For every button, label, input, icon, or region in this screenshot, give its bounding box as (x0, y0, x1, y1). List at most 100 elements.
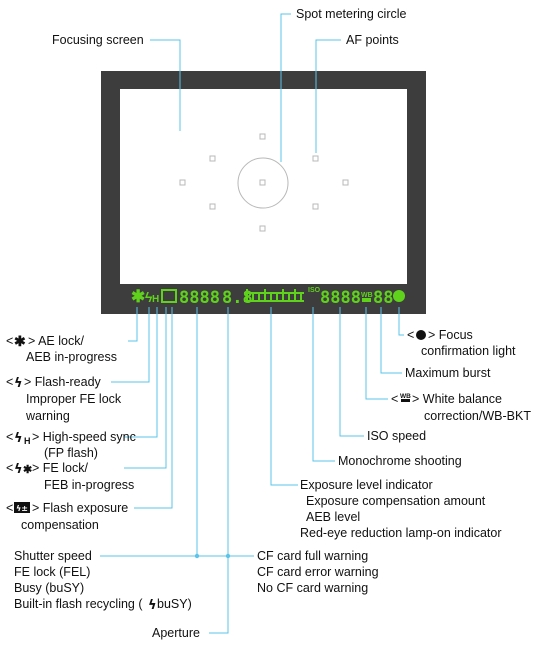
label-fe-lock-fel: FE lock (FEL) (14, 565, 90, 579)
label-no-cf-card: No CF card warning (257, 581, 368, 595)
lcd-shutter-digits: 8888 (179, 288, 220, 308)
af-point-lower-left (209, 203, 216, 210)
leader-flash-ready (111, 307, 150, 383)
bracket-open: < (6, 501, 13, 515)
label-aeb-in-progress: AEB in-progress (26, 350, 117, 364)
flash-comp-icon (14, 502, 30, 513)
lcd-iso-digits: 8888 (320, 288, 361, 308)
label-focus: > Focus (428, 328, 473, 342)
callout-cf-group: CF card full warning CF card error warni… (257, 549, 379, 595)
flash-icon: ϟ (14, 462, 23, 477)
lcd-iso-label: ISO (308, 287, 321, 294)
label-iso-speed: ISO speed (367, 429, 426, 443)
lcd-focus-dot-icon (393, 290, 405, 302)
label-improper-fe-lock: Improper FE lock (26, 392, 122, 406)
label-exposure-comp-amount: Exposure compensation amount (306, 494, 486, 508)
leader-af-points (315, 39, 341, 153)
bracket-open: < (391, 392, 398, 406)
asterisk-icon: ✱ (14, 333, 26, 349)
junction-aperture (225, 553, 231, 559)
callout-flash-ready: < ϟ > Flash-ready Improper FE lock warni… (6, 375, 122, 423)
label-cf-card-full: CF card full warning (257, 549, 368, 563)
label-aeb-level: AEB level (306, 510, 360, 524)
callout-fe-lock: < ϟ ✱ > FE lock/ FEB in-progress (6, 461, 134, 492)
lcd-asterisk-icon: ✱ (131, 287, 145, 306)
lcd-flash-icon: ϟ (145, 289, 153, 305)
lcd-exposure-scale (244, 289, 304, 302)
label-white-balance: > White balance (412, 392, 502, 406)
label-focusing-screen: Focusing screen (52, 33, 144, 47)
lcd-strip: ✱ ϟ H 8888 8.8 ISO 8888 WB 88 (131, 287, 405, 308)
af-point-bottom (259, 225, 266, 232)
label-fp-flash: (FP flash) (44, 446, 98, 460)
leader-flash-comp (134, 307, 173, 509)
callout-ae-lock: < ✱ > AE lock/ AEB in-progress (6, 333, 117, 364)
spot-metering-circle (237, 157, 289, 209)
wb-icon-bar (401, 399, 410, 402)
label-feb-in-progress: FEB in-progress (44, 478, 134, 492)
lcd-flash-comp-icon (161, 289, 177, 303)
label-cf-card-error: CF card error warning (257, 565, 379, 579)
leader-ae-lock (128, 307, 138, 342)
callout-shutter-group: Shutter speed FE lock (FEL) Busy (buSY) … (14, 549, 192, 613)
label-af-points: AF points (346, 33, 399, 47)
af-point-right (342, 179, 349, 186)
lcd-aperture-digits: 8.8 (222, 288, 253, 308)
leader-hss (124, 307, 158, 438)
leader-fe-lock (124, 307, 167, 469)
label-flash-recycling: Built-in flash recycling ( (14, 597, 143, 611)
bracket-open: < (6, 461, 13, 475)
label-flash-ready: > Flash-ready (24, 375, 102, 389)
label-spot-metering-circle: Spot metering circle (296, 7, 407, 21)
lcd-wb-bar (362, 298, 371, 302)
callout-flash-exposure-comp: < ϟ± > Flash exposure compensation (6, 501, 128, 532)
focus-dot-icon (416, 330, 426, 340)
af-point-top (259, 133, 266, 140)
bracket-open: < (6, 430, 13, 444)
label-confirmation-light: confirmation light (421, 344, 516, 358)
flash-icon: ϟ (14, 376, 23, 391)
flash-comp-icon-glyph: ϟ± (16, 504, 28, 513)
af-point-upper-right (312, 155, 319, 162)
leader-spot-metering (280, 13, 291, 162)
label-monochrome-shooting: Monochrome shooting (338, 454, 462, 468)
lcd-hss-icon: H (152, 294, 159, 305)
junction-shutter (194, 553, 200, 559)
leader-aperture (209, 307, 229, 634)
bracket-open: < (6, 334, 13, 348)
label-fe-lock: > FE lock/ (32, 461, 88, 475)
leader-exposure-level (270, 307, 298, 486)
label-exposure-level-indicator: Exposure level indicator (300, 478, 433, 492)
label-wb-bkt: correction/WB-BKT (424, 409, 531, 423)
leader-lines (100, 13, 404, 634)
callout-exposure-group: Exposure level indicator Exposure compen… (300, 478, 502, 540)
af-point-left (179, 179, 186, 186)
label-flash-recycling-busy: buSY) (157, 597, 192, 611)
leader-monochrome (312, 307, 335, 462)
asterisk-icon: ✱ (23, 464, 32, 476)
label-maximum-burst: Maximum burst (405, 366, 491, 380)
label-warning: warning (25, 409, 70, 423)
label-shutter-speed: Shutter speed (14, 549, 92, 563)
leader-focusing-screen (150, 39, 181, 131)
lcd-wb-mark: WB (361, 292, 373, 299)
callout-focus-confirmation: < > Focus confirmation light (407, 328, 516, 358)
bracket-open: < (407, 328, 414, 342)
lcd-burst-digits: 88 (373, 288, 393, 308)
label-flash-exposure: > Flash exposure (32, 501, 128, 515)
label-red-eye-lamp: Red-eye reduction lamp-on indicator (300, 526, 502, 540)
label-aperture: Aperture (152, 626, 200, 640)
callout-high-speed-sync: < ϟ H > High-speed sync (FP flash) (6, 430, 136, 460)
wb-icon: WB (400, 393, 411, 400)
leader-white-balance (365, 307, 388, 400)
hss-subscript: H (24, 436, 31, 446)
callout-white-balance: < WB > White balance correction/WB-BKT (391, 392, 531, 423)
label-compensation: compensation (21, 518, 99, 532)
flash-icon: ϟ (148, 598, 157, 613)
af-points (179, 133, 349, 232)
af-point-upper-left (209, 155, 216, 162)
label-busy: Busy (buSY) (14, 581, 84, 595)
flash-icon: ϟ (14, 431, 23, 446)
